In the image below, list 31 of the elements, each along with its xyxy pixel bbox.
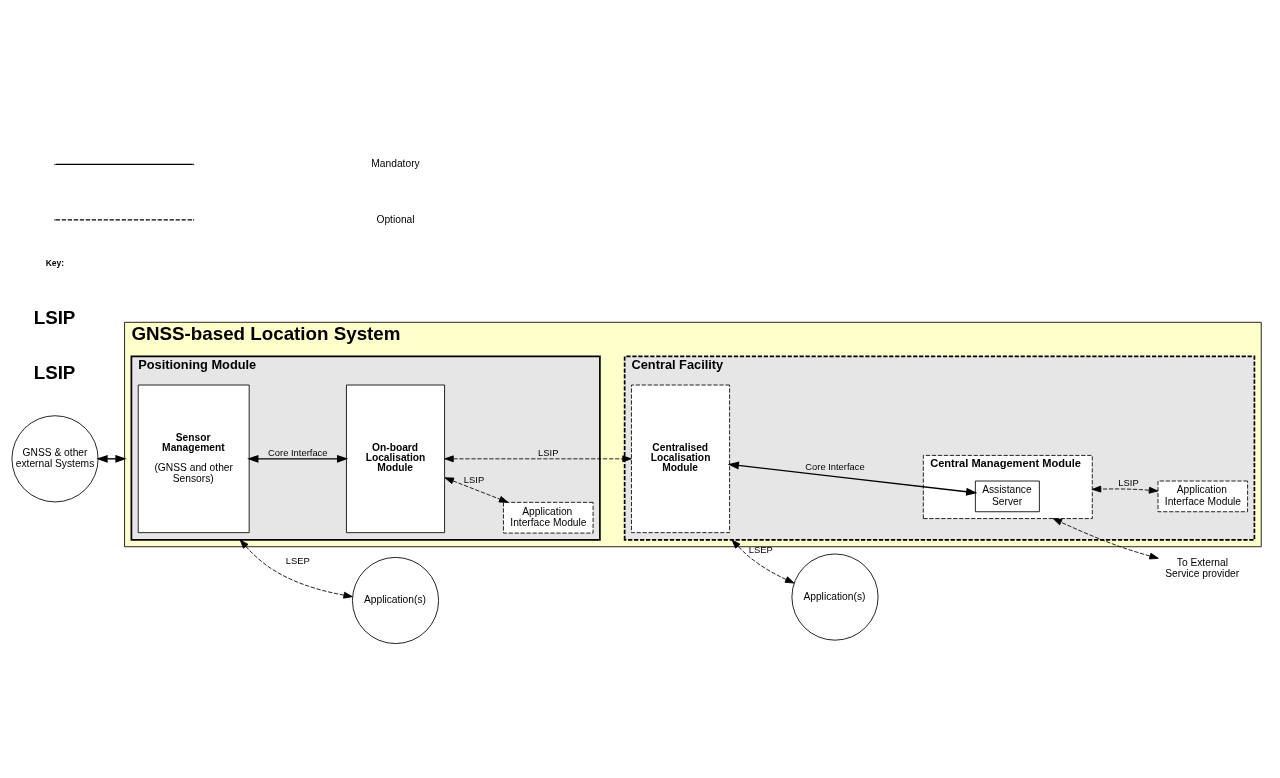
legend-label: Optional — [376, 213, 415, 225]
edge-label: LSIP — [1118, 477, 1139, 488]
label: Key: — [45, 257, 65, 268]
edge-label: LSEP — [748, 544, 773, 555]
edge-label: LSIP — [538, 447, 559, 458]
node-box: Application Interface Module — [503, 501, 594, 533]
label: LSIP — [33, 361, 76, 383]
edge-label: Core Interface — [805, 461, 865, 472]
arrow — [1052, 517, 1159, 559]
arrow — [96, 454, 127, 463]
legend-label: Mandatory — [371, 157, 420, 169]
arrow — [1091, 485, 1159, 494]
node-box: On-board Localisation Module — [346, 384, 445, 533]
edge-label: LSIP — [463, 474, 485, 485]
node-box: Centralised Localisation Module — [631, 384, 731, 533]
label: LSIP — [33, 306, 76, 328]
node-box: Assistance Server — [974, 480, 1040, 512]
arrow — [727, 461, 978, 496]
node-box: Sensor Management (GNSS and other Sensors) — [137, 384, 250, 533]
arrow — [239, 538, 353, 599]
node-circle: Application(s) — [791, 553, 879, 641]
node-circle: GNSS & other external Systems — [11, 414, 99, 502]
arrow — [444, 454, 632, 462]
node-box: Application Interface Module — [1157, 480, 1248, 512]
arrow — [444, 476, 509, 503]
arrow — [247, 454, 349, 463]
node-text: To External Service provider — [1165, 556, 1240, 579]
arrow — [731, 538, 795, 583]
edge-label: LSEP — [285, 555, 310, 566]
edge-label: Core Interface — [268, 447, 328, 458]
node-circle: Application(s) — [352, 556, 440, 644]
